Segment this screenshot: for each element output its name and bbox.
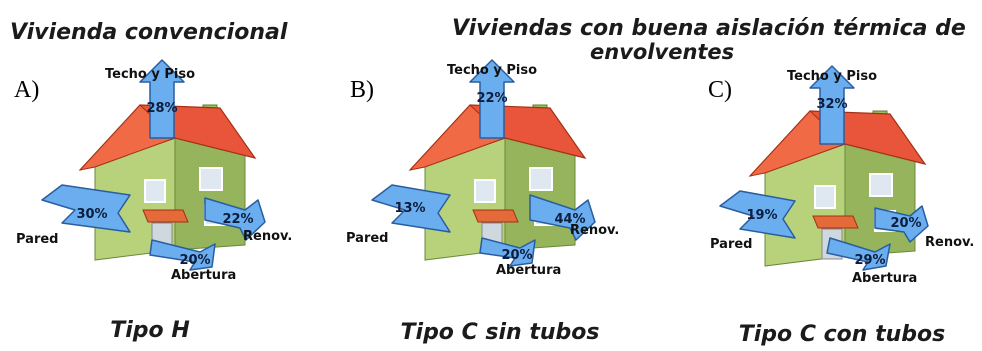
opening-label: Abertura [852,271,917,286]
wall-label: Pared [346,231,389,246]
wall-value: 19% [746,208,777,223]
window [474,179,496,203]
roof-value: 22% [476,91,507,106]
opening-label: Abertura [171,268,236,283]
renov-value: 20% [890,216,921,231]
house-c-letter: C) [708,77,732,103]
renov-label: Renov. [925,235,974,250]
house-c-diagram: 32% 19% 20% 29% Techo y Piso Pared Renov… [710,65,974,286]
door-canopy [472,209,519,223]
roof-value: 28% [146,101,177,116]
roof-value: 32% [816,97,847,112]
heading-insulated-line2: envolventes [590,40,735,64]
window [144,179,166,203]
house-b-type-label: Tipo C sin tubos [400,320,600,345]
window [199,167,223,191]
renov-value: 22% [222,212,253,227]
door-canopy [142,209,189,223]
wall-arrow [371,184,451,233]
window [869,173,893,197]
wall-value: 13% [394,201,425,216]
renov-value: 44% [554,212,585,227]
house-c-type-label: Tipo C con tubos [738,322,946,347]
wall-arrow [719,190,796,239]
house-a-type-label: Tipo H [110,318,190,343]
heading-conventional: Vivienda convencional [10,20,288,45]
opening-value: 29% [854,253,885,268]
house-b-letter: B) [350,77,374,103]
wall-label: Pared [710,237,753,252]
window [529,167,553,191]
door-canopy [812,215,859,229]
roof-label: Techo y Piso [105,67,195,82]
wall-label: Pared [16,232,59,247]
house-a-diagram: 28% 30% 22% 20% Techo y Piso Pared Renov… [16,59,292,283]
roof-label: Techo y Piso [787,69,877,84]
renov-arrow [529,194,596,241]
opening-arrow [479,237,536,267]
opening-value: 20% [179,253,210,268]
opening-arrow [149,239,216,271]
opening-arrow [826,237,891,271]
window [814,185,836,209]
renov-arrow [204,197,266,241]
opening-value: 20% [501,248,532,263]
roof-arrow [139,59,185,139]
roof-arrow [809,65,855,145]
opening-label: Abertura [496,263,561,278]
renov-label: Renov. [570,223,619,238]
roof-label: Techo y Piso [447,63,537,78]
house-a-letter: A) [14,77,40,103]
house-b-diagram: 22% 13% 44% 20% Techo y Piso Pared Renov… [346,59,619,278]
heading-insulated: Viviendas con buena aislación térmica de [452,16,966,41]
wall-arrow [41,184,131,233]
renov-arrow [874,205,929,243]
roof-arrow [469,59,515,139]
renov-label: Renov. [243,229,292,244]
wall-value: 30% [76,207,107,222]
